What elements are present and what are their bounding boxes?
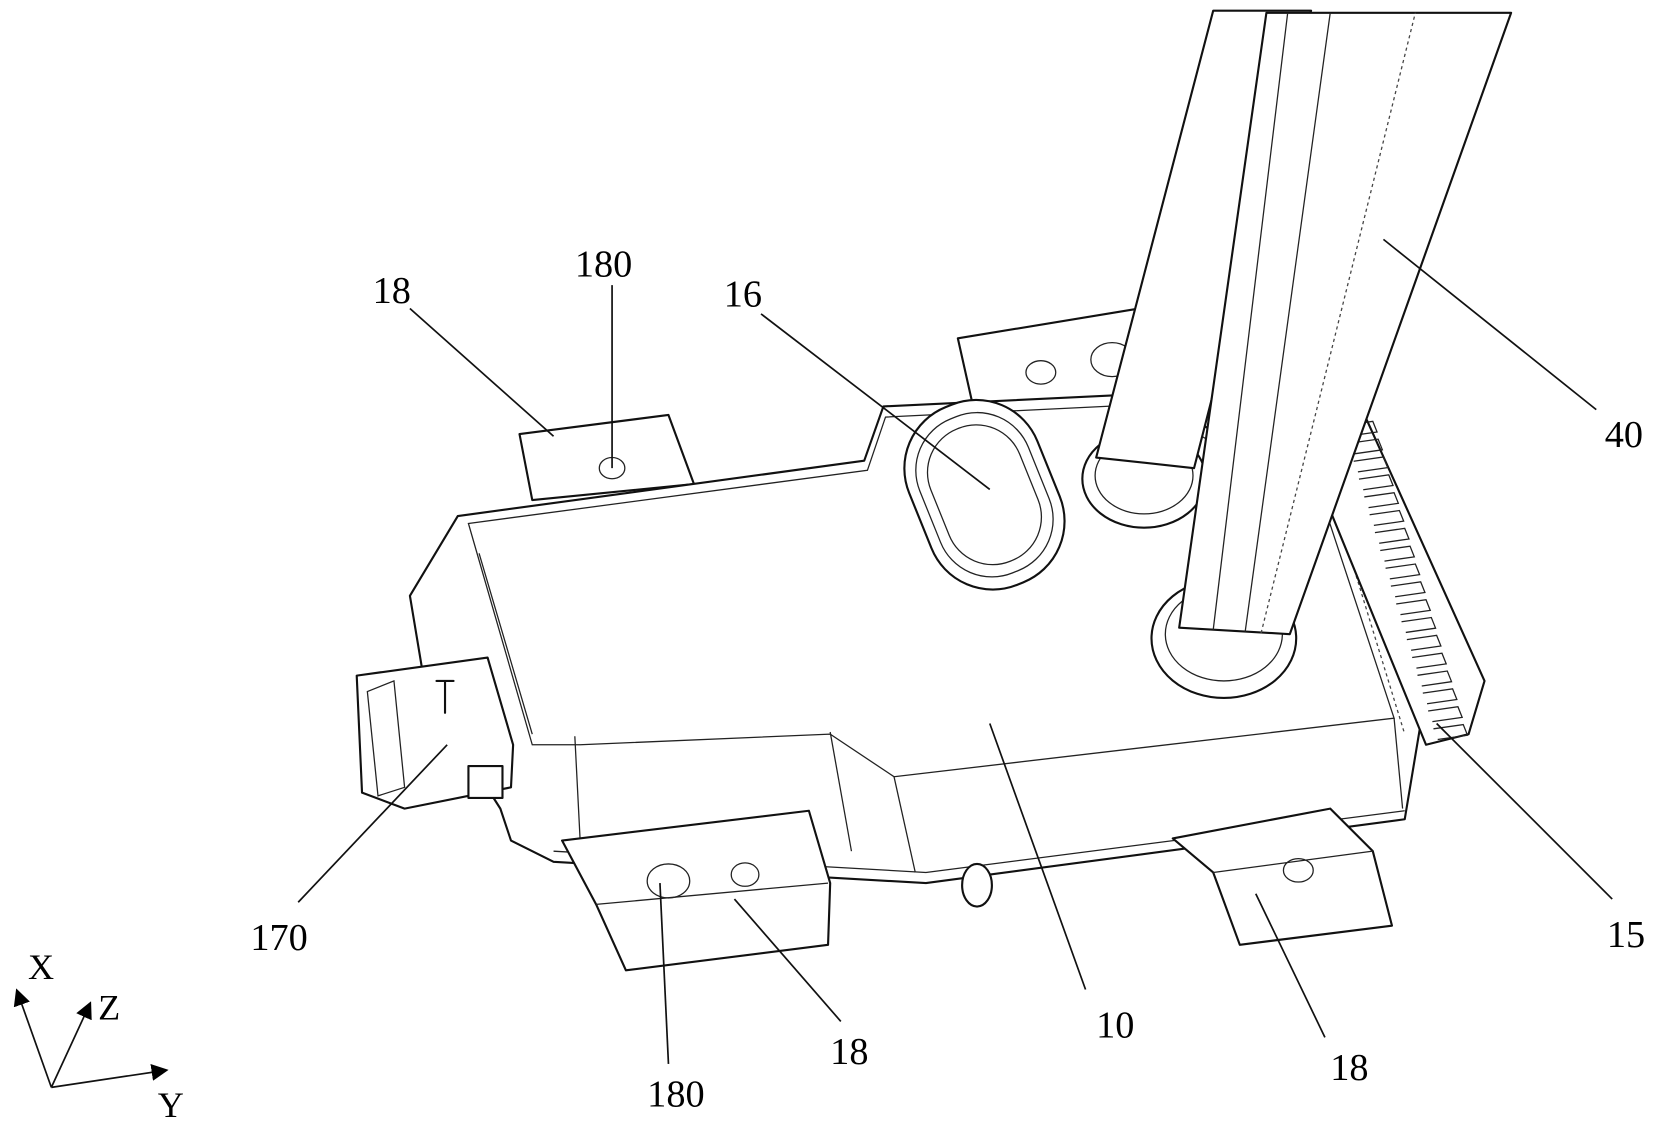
label-hole-top: 180 <box>575 244 632 286</box>
connector <box>357 658 513 809</box>
label-heatsink: 15 <box>1607 914 1645 956</box>
axis-label-x: X <box>28 947 54 987</box>
label-tube: 40 <box>1605 414 1643 456</box>
label-bracket-right: 18 <box>1330 1047 1368 1089</box>
axis-label-y: Y <box>158 1085 184 1125</box>
label-housing: 10 <box>1096 1004 1134 1046</box>
label-bracket-top-left: 18 <box>373 270 411 312</box>
bracket-front <box>562 811 830 971</box>
label-bracket-front: 18 <box>830 1031 868 1073</box>
label-oval-port: 16 <box>724 273 762 315</box>
coordinate-axes: X Z Y <box>17 947 184 1125</box>
axis-label-z: Z <box>98 987 120 1027</box>
label-connector: 170 <box>250 917 307 959</box>
label-hole-front: 180 <box>647 1074 704 1116</box>
